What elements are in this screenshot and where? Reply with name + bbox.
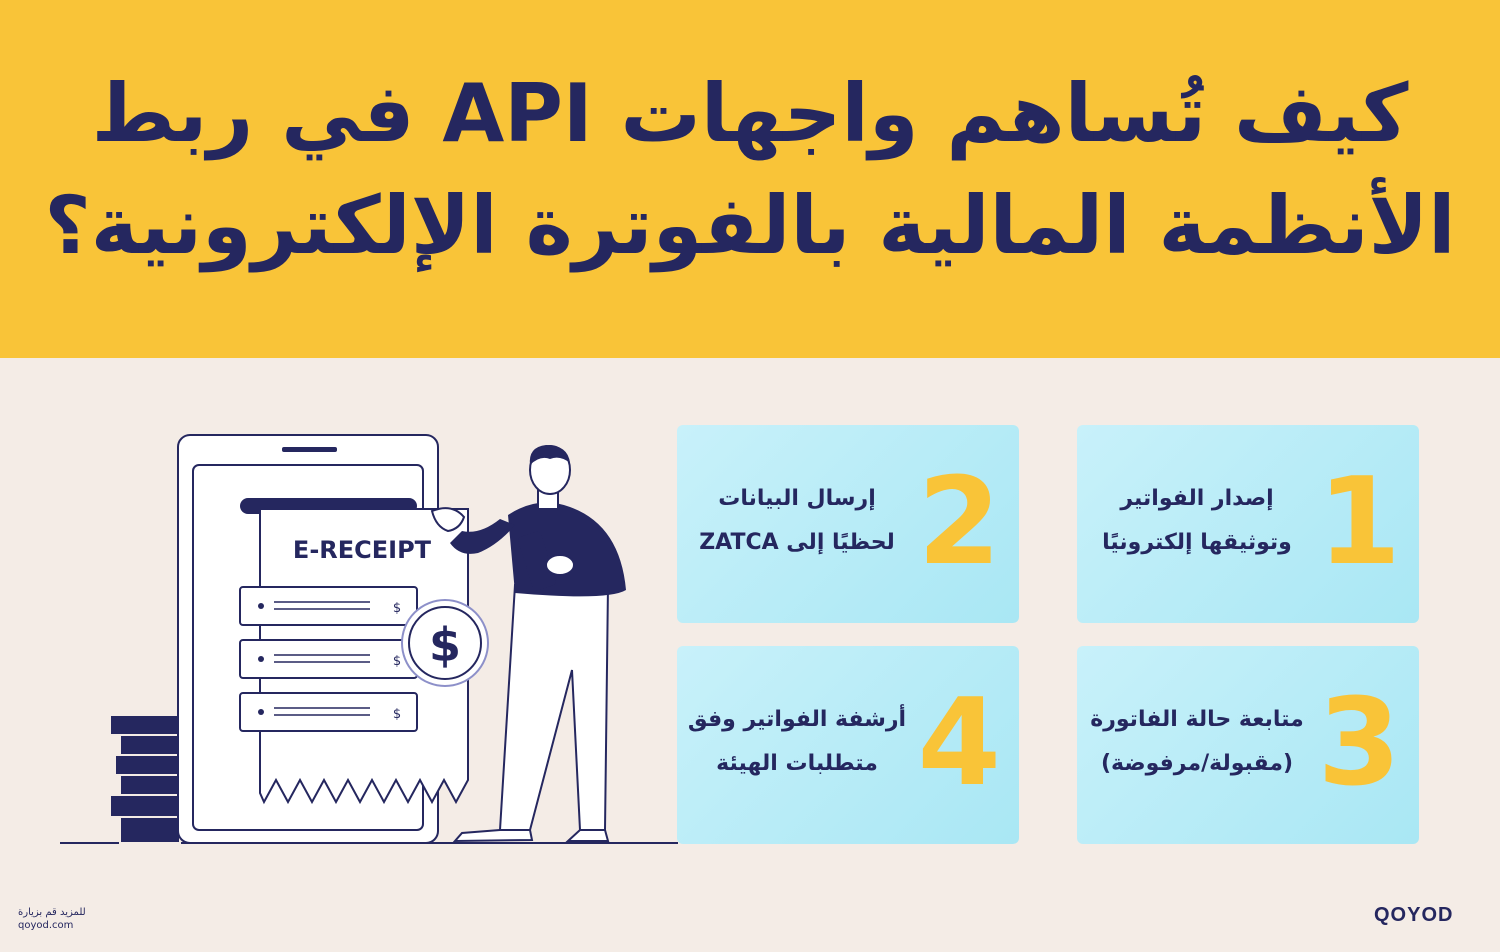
card-number: 1 — [1317, 453, 1402, 592]
card-text: أرشفة الفواتير وفق متطلبات الهيئة — [687, 698, 907, 786]
receipt-row: $ — [239, 692, 418, 732]
feature-card-1: 1 إصدار الفواتير وتوثيقها إلكترونيًا — [1077, 425, 1419, 623]
dollar-coin-icon: $ — [401, 599, 489, 687]
card-text: إصدار الفواتير وتوثيقها إلكترونيًا — [1087, 477, 1307, 565]
card-text-line-2: لحظيًا إلى ZATCA — [699, 530, 895, 555]
row-currency: $ — [393, 707, 401, 722]
qoyod-logo: QOYOD — [1374, 904, 1454, 926]
feature-card-3: 3 متابعة حالة الفاتورة (مقبولة/مرفوضة) — [1077, 646, 1419, 844]
card-text-line-1: إرسال البيانات — [718, 486, 876, 511]
footer-visit-label: للمزيد قم بزيارة — [18, 907, 86, 918]
card-text-line-1: إصدار الفواتير — [1120, 486, 1274, 511]
coin-symbol: $ — [429, 618, 461, 672]
feature-card-4: 4 أرشفة الفواتير وفق متطلبات الهيئة — [677, 646, 1019, 844]
card-text-line-2: وتوثيقها إلكترونيًا — [1102, 530, 1292, 555]
receipt-row: $ — [239, 639, 418, 679]
card-text: متابعة حالة الفاتورة (مقبولة/مرفوضة) — [1087, 698, 1307, 786]
header-banner — [0, 0, 1500, 358]
e-receipt-illustration: E-RECEIPT $ $ $ $ — [60, 434, 678, 844]
tablet-icon — [517, 531, 557, 591]
card-text-line-1: أرشفة الفواتير وفق — [687, 707, 907, 732]
row-currency: $ — [393, 654, 401, 669]
card-text-line-2: متطلبات الهيئة — [716, 751, 878, 776]
receipt-row: $ — [239, 586, 418, 626]
footer-visit: للمزيد قم بزيارة qoyod.com — [18, 906, 86, 932]
card-number: 3 — [1317, 674, 1402, 813]
card-number: 2 — [917, 453, 1002, 592]
page-title: كيف تُساهم واجهات API في ربط الأنظمة الم… — [30, 58, 1470, 282]
row-currency: $ — [393, 601, 401, 616]
receipt-title: E-RECEIPT — [293, 536, 432, 564]
title-line-2: الأنظمة المالية بالفوترة الإلكترونية؟ — [44, 179, 1456, 272]
feature-card-2: 2 إرسال البيانات لحظيًا إلى ZATCA — [677, 425, 1019, 623]
coin-stack-icon — [109, 714, 181, 844]
card-text: إرسال البيانات لحظيًا إلى ZATCA — [687, 477, 907, 565]
title-line-1: كيف تُساهم واجهات API في ربط — [91, 67, 1409, 160]
card-number: 4 — [917, 674, 1002, 813]
footer-website[interactable]: qoyod.com — [18, 920, 74, 931]
card-text-line-1: متابعة حالة الفاتورة — [1090, 707, 1304, 732]
person-icon — [430, 445, 626, 843]
card-text-line-2: (مقبولة/مرفوضة) — [1100, 751, 1294, 776]
